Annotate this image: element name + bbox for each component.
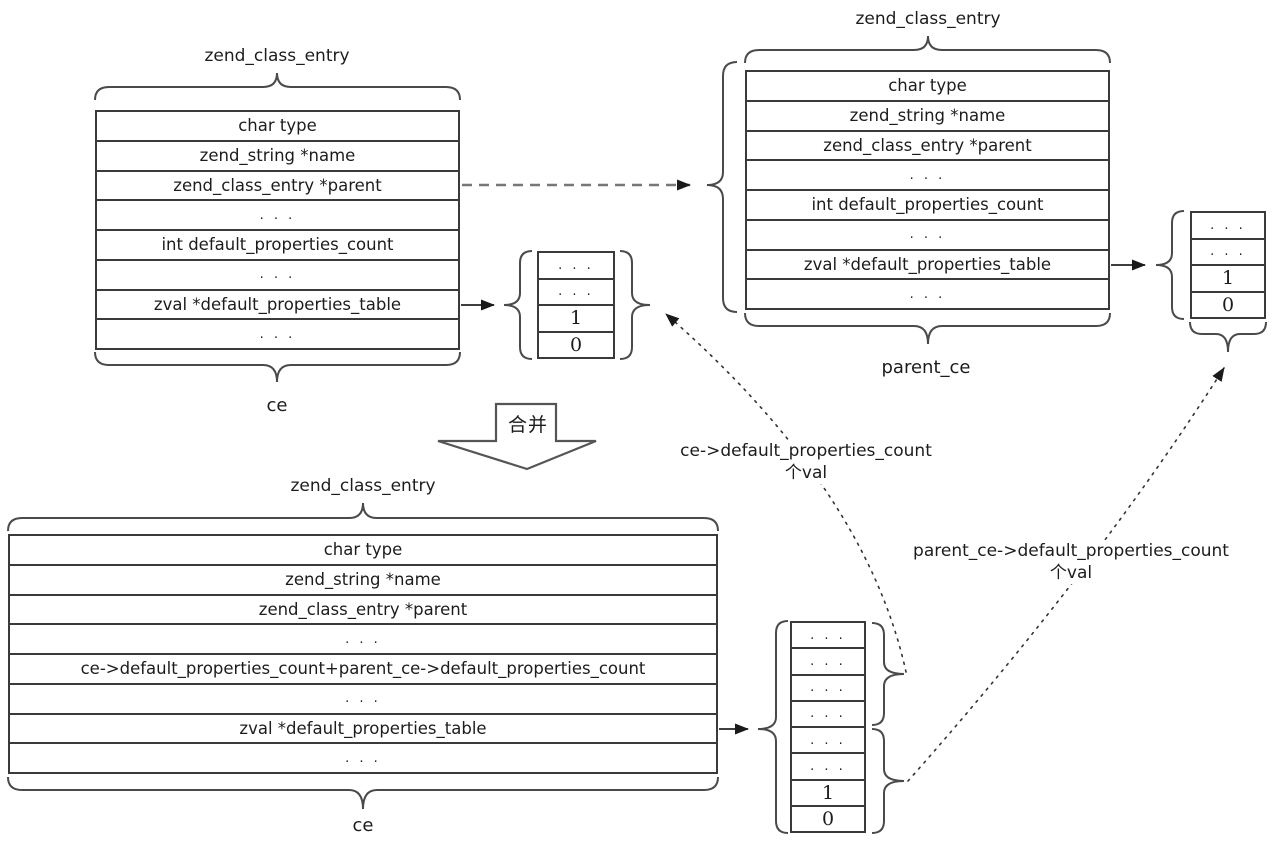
table-row: int default_properties_count (747, 191, 1108, 221)
table-row: zend_string *name (747, 102, 1108, 132)
array-cell: . . . (1192, 213, 1264, 240)
array-cell: 0 (821, 807, 835, 830)
brace-t1-bottom (94, 351, 461, 383)
table-row: zend_string *name (97, 142, 458, 172)
annotation-line: 个val (784, 463, 828, 484)
table-row: . . . (909, 286, 946, 302)
array-cell: 1 (1192, 266, 1264, 293)
table-row: zval *default_properties_table (10, 715, 716, 745)
merged-ce-struct-table: char type zend_string *name zend_class_e… (8, 534, 718, 774)
brace-t2-bottom (744, 312, 1111, 345)
annotation-line: parent_ce->default_properties_count (913, 541, 1229, 561)
brace-a2-bottom (1189, 321, 1267, 353)
array-cell: . . . (792, 676, 864, 702)
arrow-ce-values (665, 313, 907, 673)
merge-arrow-shape (437, 402, 597, 471)
parent-ce-struct-table: char type zend_string *name zend_class_e… (745, 70, 1110, 310)
brace-a3-right-lower (871, 728, 905, 834)
table-row: char type (10, 536, 716, 566)
table-row: . . . (97, 261, 458, 291)
table-row: int default_properties_count (97, 231, 458, 261)
ce-struct-caption: ce (263, 394, 291, 418)
array-cell: . . . (792, 702, 864, 728)
brace-a2-left (1155, 210, 1185, 320)
array-cell: . . . (792, 754, 864, 781)
array-cell: 1 (539, 306, 613, 333)
brace-a1-left (503, 250, 533, 360)
table-row: . . . (259, 326, 296, 342)
brace-t3-bottom (7, 776, 719, 810)
table-row: . . . (747, 221, 1108, 251)
table-row: . . . (10, 685, 716, 715)
array-cell: . . . (792, 728, 864, 755)
array-cell: 0 (569, 333, 583, 356)
ce-count-annotation: ce->default_properties_count 个val (677, 440, 935, 485)
table-row: . . . (10, 625, 716, 655)
parent-ce-struct-caption: parent_ce (878, 356, 974, 380)
annotation-line: 个val (1049, 563, 1093, 584)
array-cell: . . . (539, 253, 613, 280)
ce-properties-array: . . . . . . 1 0 (537, 251, 615, 359)
merged-struct-title: zend_class_entry (287, 475, 439, 498)
brace-t2-left (706, 61, 738, 313)
ce-struct-table: char type zend_string *name zend_class_e… (95, 110, 460, 350)
table-row: . . . (97, 201, 458, 231)
table-row: zval *default_properties_table (747, 251, 1108, 281)
table-row: zval *default_properties_table (97, 291, 458, 321)
table-row: . . . (345, 750, 381, 766)
table-row: zend_class_entry *parent (97, 172, 458, 202)
parent-ce-properties-array: . . . . . . 1 0 (1190, 211, 1266, 319)
brace-a3-right-upper (871, 622, 905, 726)
array-cell: . . . (792, 623, 864, 650)
merged-struct-caption: ce (349, 814, 377, 838)
table-row: char type (97, 112, 458, 142)
parent-ce-count-annotation: parent_ce->default_properties_count 个val (910, 540, 1232, 585)
brace-t2-top (744, 35, 1111, 64)
array-cell: . . . (792, 649, 864, 676)
table-row: zend_class_entry *parent (747, 132, 1108, 162)
array-cell: 1 (792, 781, 864, 807)
table-row: ce->default_properties_count+parent_ce->… (10, 655, 716, 685)
table-row: zend_string *name (10, 566, 716, 596)
table-row: char type (747, 72, 1108, 102)
merge-arrow-label: 合并 (507, 414, 549, 436)
brace-t3-top (7, 502, 719, 532)
parent-ce-struct-title: zend_class_entry (852, 8, 1004, 31)
annotation-line: ce->default_properties_count (680, 441, 932, 461)
brace-a3-left (757, 620, 789, 834)
array-cell: . . . (539, 280, 613, 306)
brace-t1-top (94, 72, 461, 101)
table-row: . . . (747, 161, 1108, 191)
array-cell: 0 (1221, 293, 1235, 316)
table-row: zend_class_entry *parent (10, 596, 716, 626)
brace-a1-right (619, 250, 651, 360)
ce-struct-title: zend_class_entry (201, 45, 353, 68)
array-cell: . . . (1192, 240, 1264, 266)
merged-properties-array: . . . . . . . . . . . . . . . . . . 1 0 (790, 621, 866, 833)
